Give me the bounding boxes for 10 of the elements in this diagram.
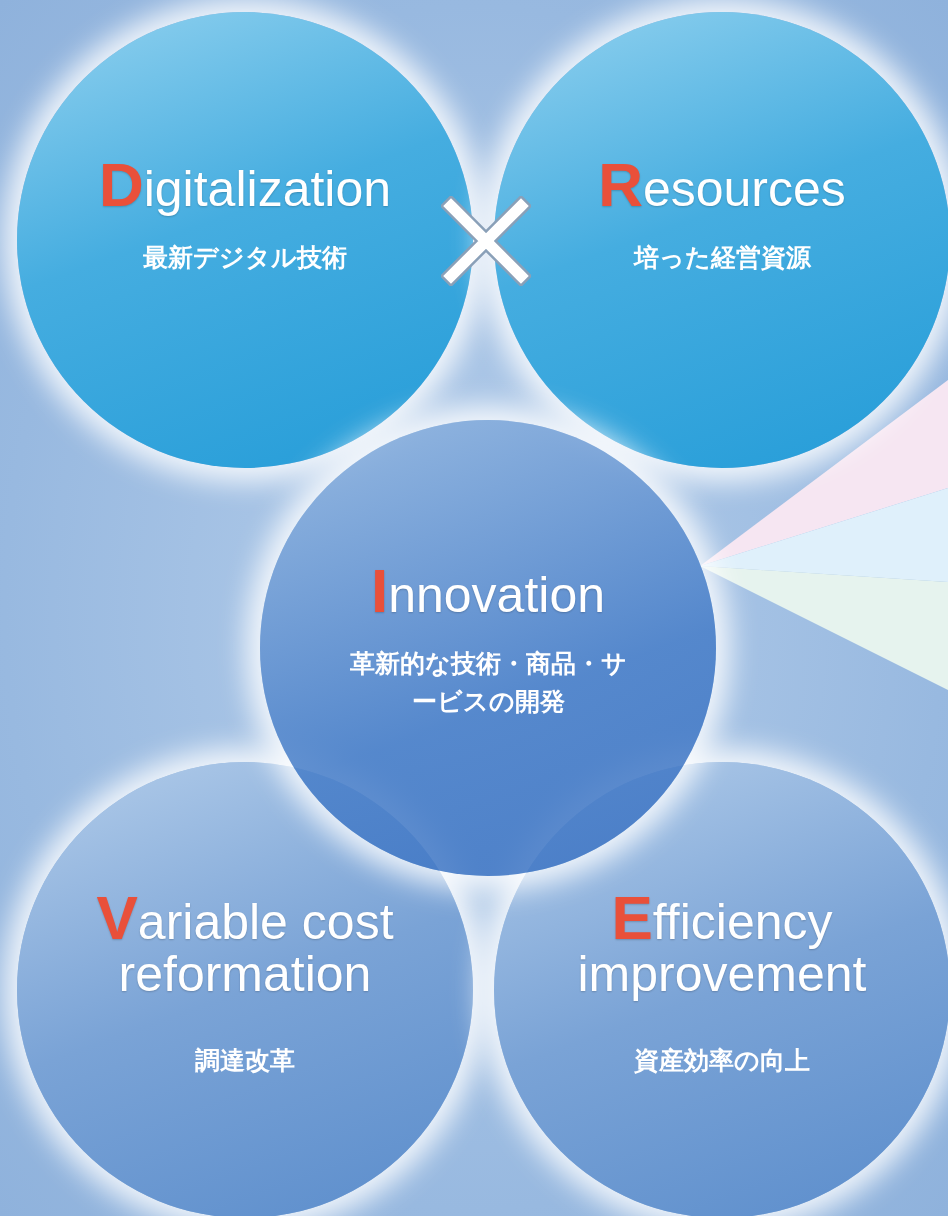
circle-heading: Resources	[597, 158, 847, 215]
circle-caption: 革新的な技術・商品・サービスの開発	[348, 648, 628, 718]
circle-caption: 調達改革	[194, 1045, 296, 1077]
circle-heading: Innovation	[369, 565, 607, 621]
circle-heading: Efficiency improvement	[576, 892, 868, 1000]
circle-heading: Variable cost reformation	[95, 892, 395, 1000]
circle-caption: 最新デジタル技術	[142, 241, 348, 274]
circle-heading: Digitalization	[97, 158, 393, 215]
circle-caption: 資産効率の向上	[633, 1045, 811, 1077]
circle-caption: 培った経営資源	[632, 241, 812, 274]
